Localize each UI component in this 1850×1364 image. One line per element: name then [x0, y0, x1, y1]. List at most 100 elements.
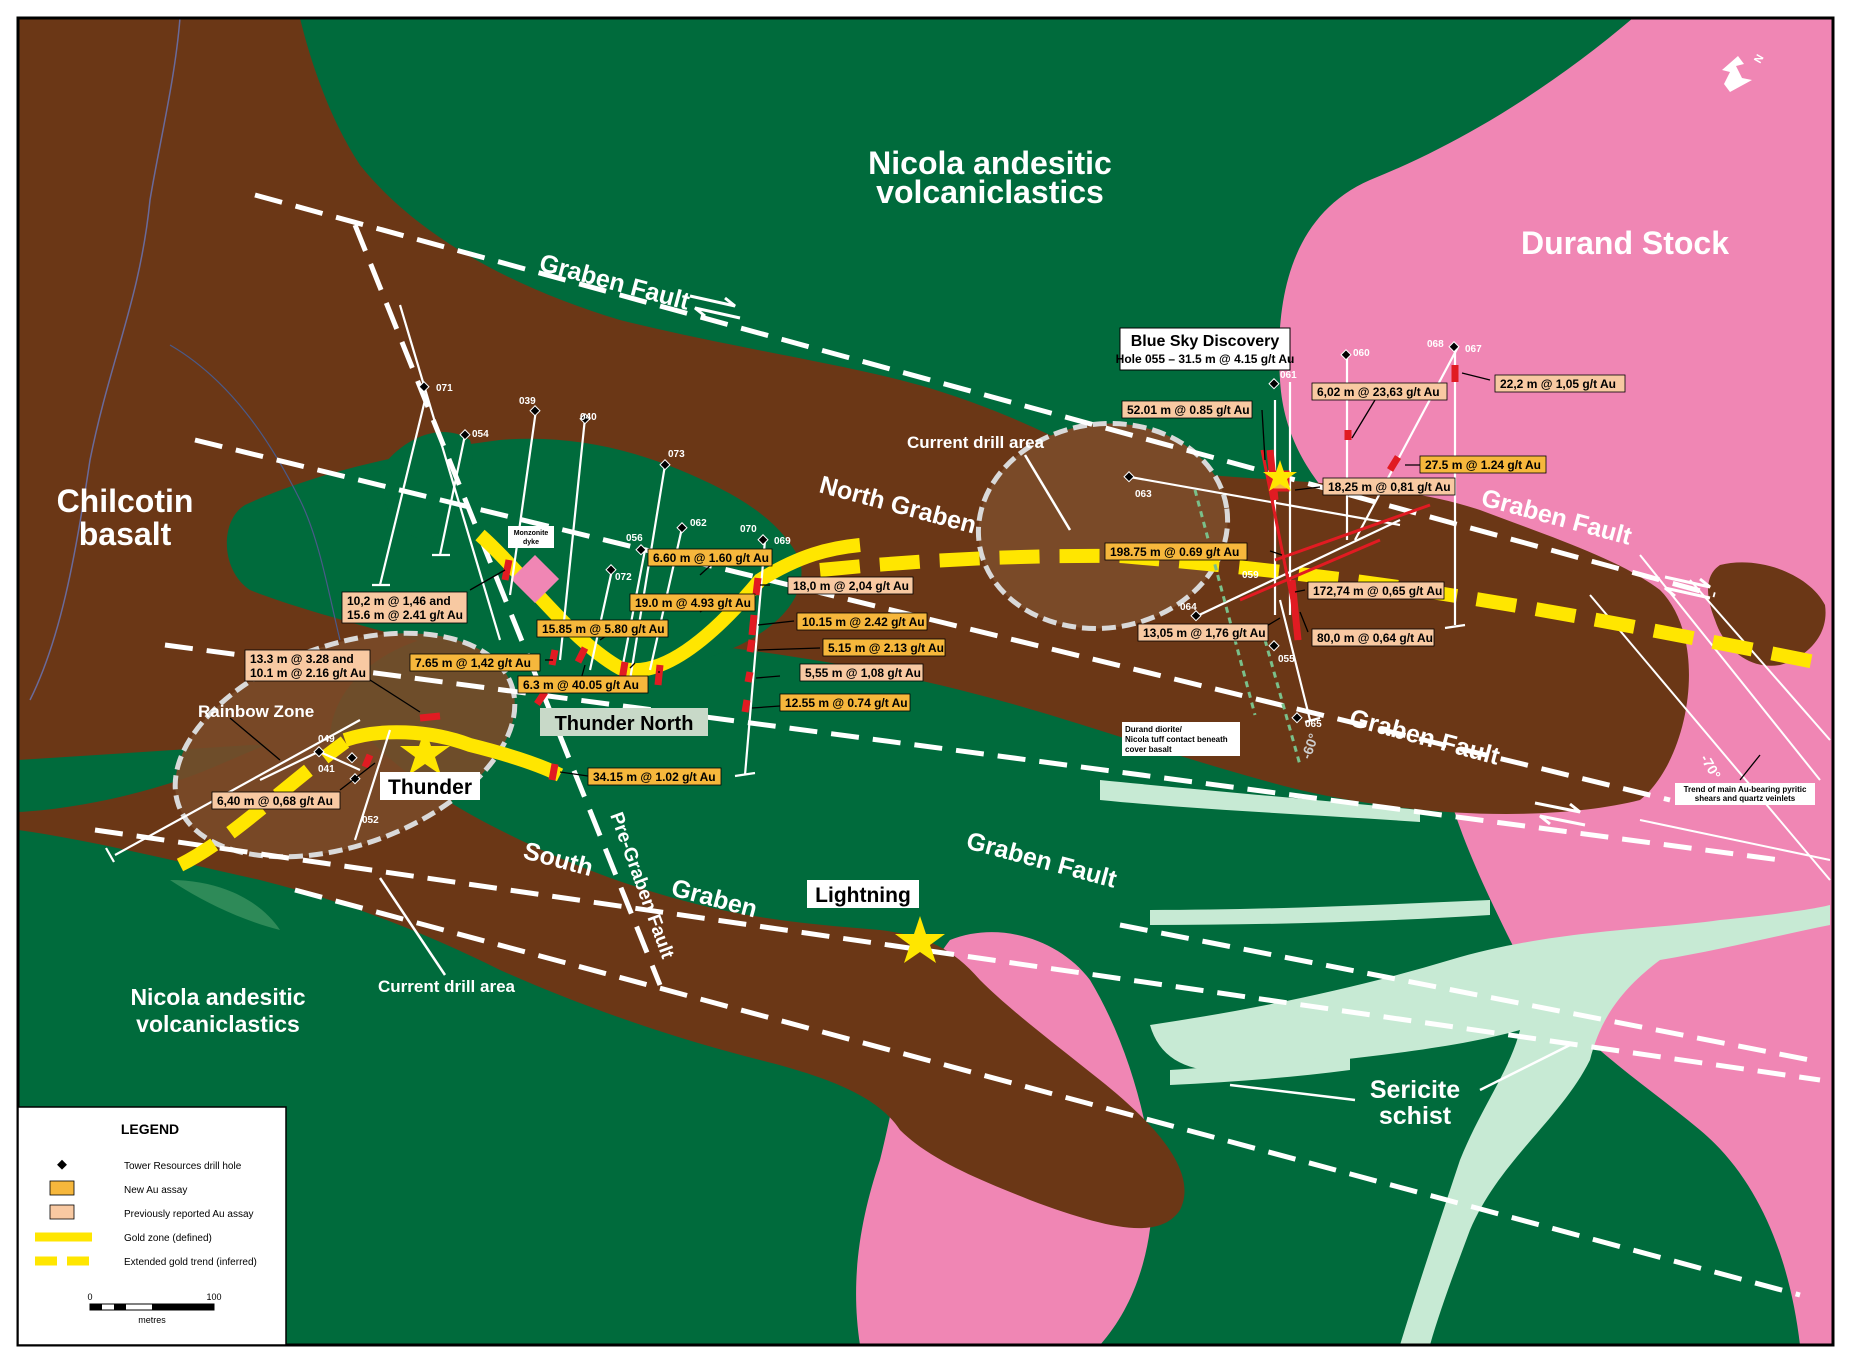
inferred-hole-traces: [1193, 489, 1302, 766]
hole-id-070: 070: [740, 524, 757, 535]
hole-id-049: 049: [318, 734, 335, 745]
svg-text:Durand diorite/: Durand diorite/: [1125, 725, 1183, 734]
hole-id-052: 052: [362, 815, 379, 826]
svg-text:Thunder: Thunder: [388, 776, 472, 799]
assay-a13: 10.15 m @ 2.42 g/t Au: [802, 615, 925, 629]
contact-note: Durand diorite/ Nicola tuff contact bene…: [1122, 722, 1240, 756]
creek-line-2: [169, 344, 341, 641]
hole-id-041: 041: [318, 764, 335, 775]
assay-a18-line2: 15.6 m @ 2.41 g/t Au: [347, 608, 463, 622]
assay-a6: 198.75 m @ 0.69 g/t Au: [1110, 545, 1239, 559]
blue-sky-star: [1263, 460, 1297, 491]
assay-a7: 172,74 m @ 0,65 g/t Au: [1313, 584, 1442, 598]
monzonite-dyke-callout: Monzonite dyke: [508, 526, 554, 548]
hole-id-039: 039: [519, 396, 536, 407]
north-current-drill-area: [975, 421, 1231, 631]
south-drill-area-green-fringe: [170, 880, 280, 930]
shear-trend-lines: [1589, 554, 1831, 881]
thunder-north-label-box: Thunder North: [540, 708, 708, 736]
south-drill-area-label: Current drill area: [378, 977, 516, 996]
legend-new-assay: New Au assay: [124, 1185, 187, 1196]
monzonite-dyke: [510, 554, 560, 604]
blue-sky-callout: Blue Sky Discovery Hole 055 – 31.5 m @ 4…: [1116, 327, 1295, 371]
assay-a17: 12.55 m @ 0.74 g/t Au: [785, 696, 908, 710]
nicola-sw-label-1: Nicola andesitic: [130, 984, 305, 1010]
assay-a21-line2: 10.1 m @ 2.16 g/t Au: [250, 666, 366, 680]
svg-text:Monzonite: Monzonite: [514, 530, 549, 537]
nicola-ne-label-2: volcaniclastics: [876, 174, 1104, 210]
hole-id-072: 072: [615, 572, 632, 583]
graben-faults: [94, 192, 1821, 1298]
svg-text:dyke: dyke: [523, 539, 539, 546]
sericite-label-2: schist: [1379, 1102, 1452, 1130]
legend-gold-defined: Gold zone (defined): [124, 1233, 212, 1244]
assay-a9: 80,0 m @ 0,64 g/t Au: [1317, 631, 1433, 645]
gold-trend-inferred-thunder: [176, 736, 350, 872]
assay-a20: 6.3 m @ 40.05 g/t Au: [523, 678, 639, 692]
hole-id-073: 073: [668, 449, 685, 460]
assay-a11: 18,0 m @ 2,04 g/t Au: [793, 579, 909, 593]
scale-unit: metres: [138, 1315, 166, 1325]
assay-a23: 6,40 m @ 0,68 g/t Au: [217, 794, 333, 808]
map-frame: [16, 16, 1835, 1347]
thunder-star: [400, 728, 450, 775]
assay-a2: 6,02 m @ 23,63 g/t Au: [1317, 385, 1440, 399]
assay-a8: 13,05 m @ 1,76 g/t Au: [1143, 626, 1266, 640]
nicola-sw-label-2: volcaniclastics: [136, 1011, 300, 1037]
fault-movement-arrows: [689, 294, 1711, 827]
durand-stock-label: Durand Stock: [1521, 225, 1729, 261]
sericite-schist-unit: [1150, 905, 1830, 1345]
hole-id-040: 040: [580, 412, 597, 423]
assay-a15: 5.15 m @ 2.13 g/t Au: [828, 641, 944, 655]
hole-id-065: 065: [1305, 719, 1322, 730]
hole-id-064: 064: [1180, 602, 1197, 613]
scale-bar: 0 100 metres: [87, 1292, 221, 1325]
chilcotin-label-2: basalt: [79, 516, 172, 552]
hole-id-054: 054: [472, 429, 489, 440]
svg-text:cover basalt: cover basalt: [1125, 745, 1172, 754]
hole-id-069: 069: [774, 536, 791, 547]
sericite-schist-sliver-3: [1170, 1055, 1350, 1085]
legend-prev-assay: Previously reported Au assay: [124, 1209, 254, 1220]
hole-id-061: 061: [1280, 370, 1297, 381]
blue-sky-subtitle: Hole 055 – 31.5 m @ 4.15 g/t Au: [1116, 352, 1295, 366]
rainbow-zone-label: Rainbow Zone: [198, 702, 314, 721]
chilcotin-label-1: Chilcotin: [57, 483, 194, 519]
nicola-ne-label-1: Nicola andesitic: [868, 145, 1112, 181]
sericite-label-1: Sericite: [1370, 1076, 1460, 1104]
creek-line: [29, 18, 181, 701]
svg-text:Thunder North: Thunder North: [555, 713, 694, 735]
hole-id-056: 056: [626, 533, 643, 544]
assay-a1: 52.01 m @ 0.85 g/t Au: [1127, 403, 1250, 417]
assay-a4: 27.5 m @ 1.24 g/t Au: [1425, 458, 1541, 472]
legend-drill-hole: Tower Resources drill hole: [124, 1161, 242, 1172]
gold-trend-inferred-north: [819, 548, 1832, 672]
legend-gold-inferred: Extended gold trend (inferred): [124, 1257, 257, 1268]
gold-zone-defined-thunder: [342, 725, 564, 782]
assay-a5: 18,25 m @ 0,81 g/t Au: [1328, 480, 1451, 494]
assay-a10: 6.60 m @ 1.60 g/t Au: [653, 551, 769, 565]
north-drill-area-label: Current drill area: [907, 433, 1045, 452]
trend-note: Trend of main Au-bearing pyritic shears …: [1675, 783, 1815, 805]
sericite-schist-sliver-1: [1100, 780, 1420, 822]
assay-a22: 34.15 m @ 1.02 g/t Au: [593, 770, 716, 784]
svg-text:Nicola tuff contact beneath: Nicola tuff contact beneath: [1125, 735, 1228, 744]
scale-100: 100: [206, 1292, 221, 1302]
assay-a14: 15.85 m @ 5.80 g/t Au: [542, 622, 665, 636]
assay-a18-line1: 10,2 m @ 1,46 and: [347, 594, 451, 608]
legend-prev-assay-symbol: [49, 1204, 75, 1220]
hole-id-060: 060: [1353, 348, 1370, 359]
assay-a3: 22,2 m @ 1,05 g/t Au: [1500, 377, 1616, 391]
assay-a19: 7.65 m @ 1,42 g/t Au: [415, 656, 531, 670]
assay-a12: 19.0 m @ 4.93 g/t Au: [635, 596, 751, 610]
sericite-schist-sliver-2: [1150, 900, 1490, 925]
hole-id-068: 068: [1427, 339, 1444, 350]
svg-text:Lightning: Lightning: [815, 884, 911, 907]
legend-title: LEGEND: [121, 1121, 179, 1137]
thunder-label-box: Thunder: [380, 772, 480, 800]
legend: LEGEND Tower Resources drill hole New Au…: [17, 1106, 287, 1346]
scale-0: 0: [87, 1292, 92, 1302]
hole-id-071: 071: [436, 383, 453, 394]
drill-collars: [313, 341, 1460, 785]
